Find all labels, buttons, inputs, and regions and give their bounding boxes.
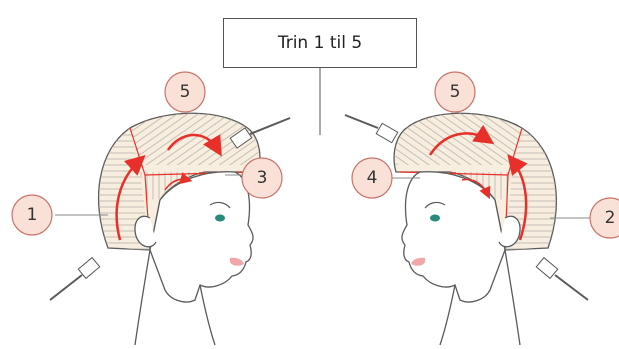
step-label-3: 3 xyxy=(257,168,268,188)
left-eye xyxy=(215,215,225,222)
step-badge-5-right: 5 xyxy=(435,72,475,112)
left-head xyxy=(50,113,290,345)
step-badge-3: 3 xyxy=(242,158,282,198)
step-badge-1: 1 xyxy=(12,195,52,235)
step-badge-5-left: 5 xyxy=(165,72,205,112)
step-label-5-left: 5 xyxy=(180,82,191,102)
step-badge-4: 4 xyxy=(352,158,392,198)
right-zone-crown xyxy=(395,113,522,165)
step-label-1: 1 xyxy=(27,205,38,225)
step-label-5-right: 5 xyxy=(450,82,461,102)
step-label-4: 4 xyxy=(367,168,378,188)
right-brush-bottom xyxy=(536,258,588,300)
right-brush-top xyxy=(345,115,398,143)
step-label-2: 2 xyxy=(605,208,616,228)
right-head xyxy=(345,113,588,345)
left-brush-bottom xyxy=(50,258,100,300)
step-badge-2: 2 xyxy=(590,198,619,238)
right-eye xyxy=(430,215,440,222)
